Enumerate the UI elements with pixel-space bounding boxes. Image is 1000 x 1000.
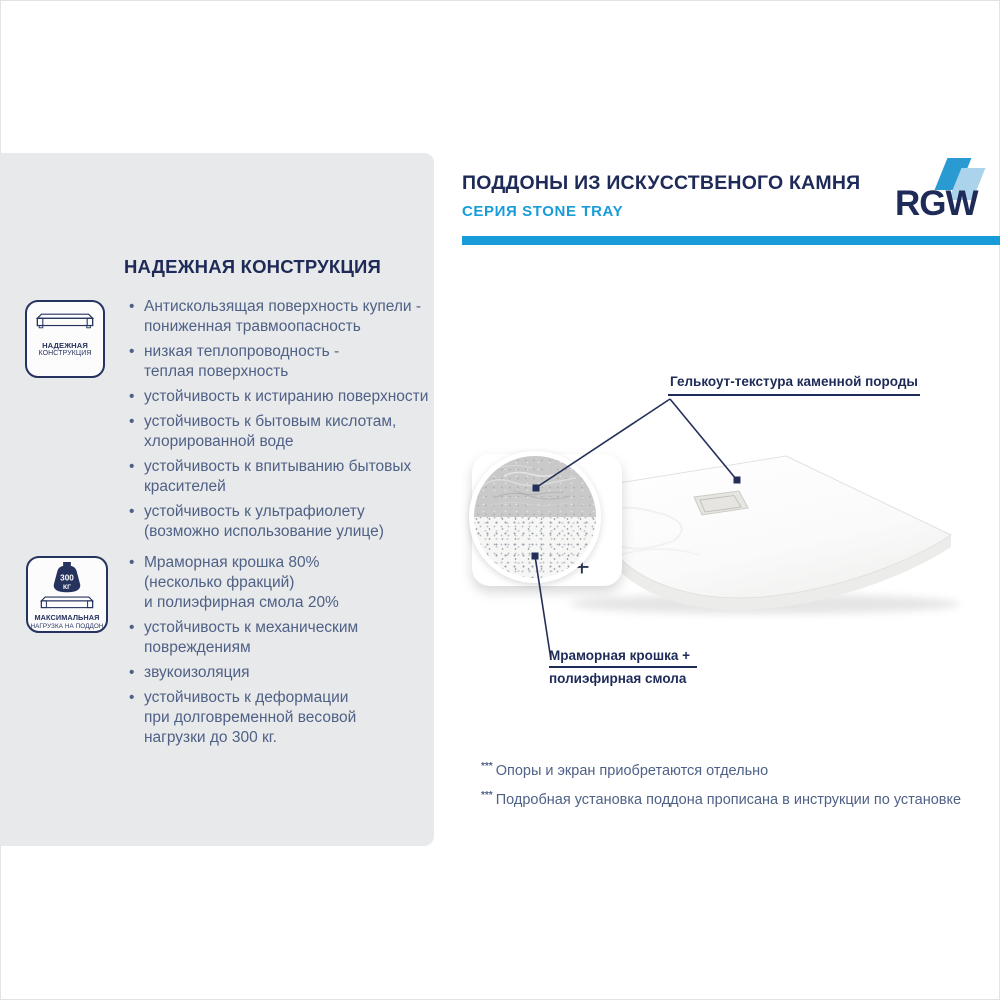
badge-label: КОНСТРУКЦИЯ — [38, 350, 92, 358]
max-load-badge: 300 КГ МАКСИМАЛЬНАЯ НАГРУЗКА НА ПОДДОН — [26, 556, 108, 633]
drain-grate-inner — [699, 494, 742, 513]
callout-line — [669, 398, 737, 480]
panel-heading: НАДЕЖНАЯ КОНСТРУКЦИЯ — [124, 256, 382, 277]
feature-item: устойчивость к деформации при долговреме… — [127, 688, 432, 748]
footnote: ***Подробная установка поддона прописана… — [481, 790, 961, 808]
tray-texture — [619, 548, 701, 556]
reliable-construction-badge: НАДЕЖНАЯ КОНСТРУКЦИЯ — [25, 300, 105, 378]
tray-shadow — [570, 594, 960, 614]
marble-resin-label: Мраморная крошка + полиэфирная смола — [549, 648, 697, 686]
rgw-logo: RGW — [893, 150, 993, 228]
tray-profile-icon — [40, 596, 94, 608]
feature-item: звукоизоляция — [127, 663, 432, 683]
stone-wave-texture — [481, 465, 577, 507]
badge-label: МАКСИМАЛЬНАЯ — [34, 613, 100, 623]
header-divider — [462, 236, 1000, 245]
footnotes: ***Опоры и экран приобретаются отдельно … — [481, 761, 961, 819]
badge-label: НАДЕЖНАЯ — [42, 341, 88, 350]
footnote-text: Подробная установка поддона прописана в … — [495, 791, 962, 808]
gelcoat-texture-sample — [474, 456, 596, 517]
footnote-stars: *** — [481, 761, 493, 772]
marble-resin-label-line1: Мраморная крошка + — [549, 648, 697, 668]
feature-item: низкая теплопроводность - теплая поверхн… — [127, 342, 432, 382]
callout-dot — [733, 476, 741, 484]
badge-label: НАГРУЗКА НА ПОДДОН — [30, 623, 104, 631]
drain-grate — [693, 490, 749, 516]
feature-item: устойчивость к ультрафиолету (возможно и… — [127, 502, 432, 542]
feature-item: Мраморная крошка 80% (несколько фракций)… — [127, 553, 432, 613]
marble-chips-sample — [474, 517, 596, 578]
material-zoom-circle — [469, 451, 601, 583]
tray-profile-icon — [36, 313, 94, 329]
weight-300kg-icon: 300 КГ — [53, 561, 81, 593]
feature-list-material: Мраморная крошка 80% (несколько фракций)… — [127, 553, 432, 753]
weight-unit: КГ — [63, 584, 71, 591]
marble-resin-label-line2: полиэфирная смола — [549, 671, 687, 686]
footnote: ***Опоры и экран приобретаются отдельно — [481, 761, 961, 779]
page-title: ПОДДОНЫ ИЗ ИСКУССТВЕНОГО КАМНЯ — [462, 172, 861, 194]
feature-item: устойчивость к истиранию поверхности — [127, 387, 432, 407]
weight-value: 300 — [60, 573, 74, 582]
gelcoat-label: Гелькоут-текстура каменной породы — [668, 374, 920, 396]
logo-text: RGW — [895, 184, 979, 223]
feature-item: устойчивость к бытовым кислотам, хлориро… — [127, 412, 432, 452]
tray-front-face — [584, 488, 951, 610]
tray-top-surface — [587, 455, 953, 599]
feature-item: устойчивость к впитыванию бытовых красит… — [127, 457, 432, 497]
feature-item: Антискользящая поверхность купели - пони… — [127, 297, 432, 337]
footnote-stars: *** — [481, 789, 493, 801]
footnote-text: Опоры и экран приобретаются отдельно — [495, 762, 769, 779]
series-subtitle: СЕРИЯ STONE TRAY — [462, 203, 624, 220]
feature-item: устойчивость к механическим повреждениям — [127, 618, 432, 658]
feature-list-construction: Антискользящая поверхность купели - пони… — [127, 297, 432, 547]
